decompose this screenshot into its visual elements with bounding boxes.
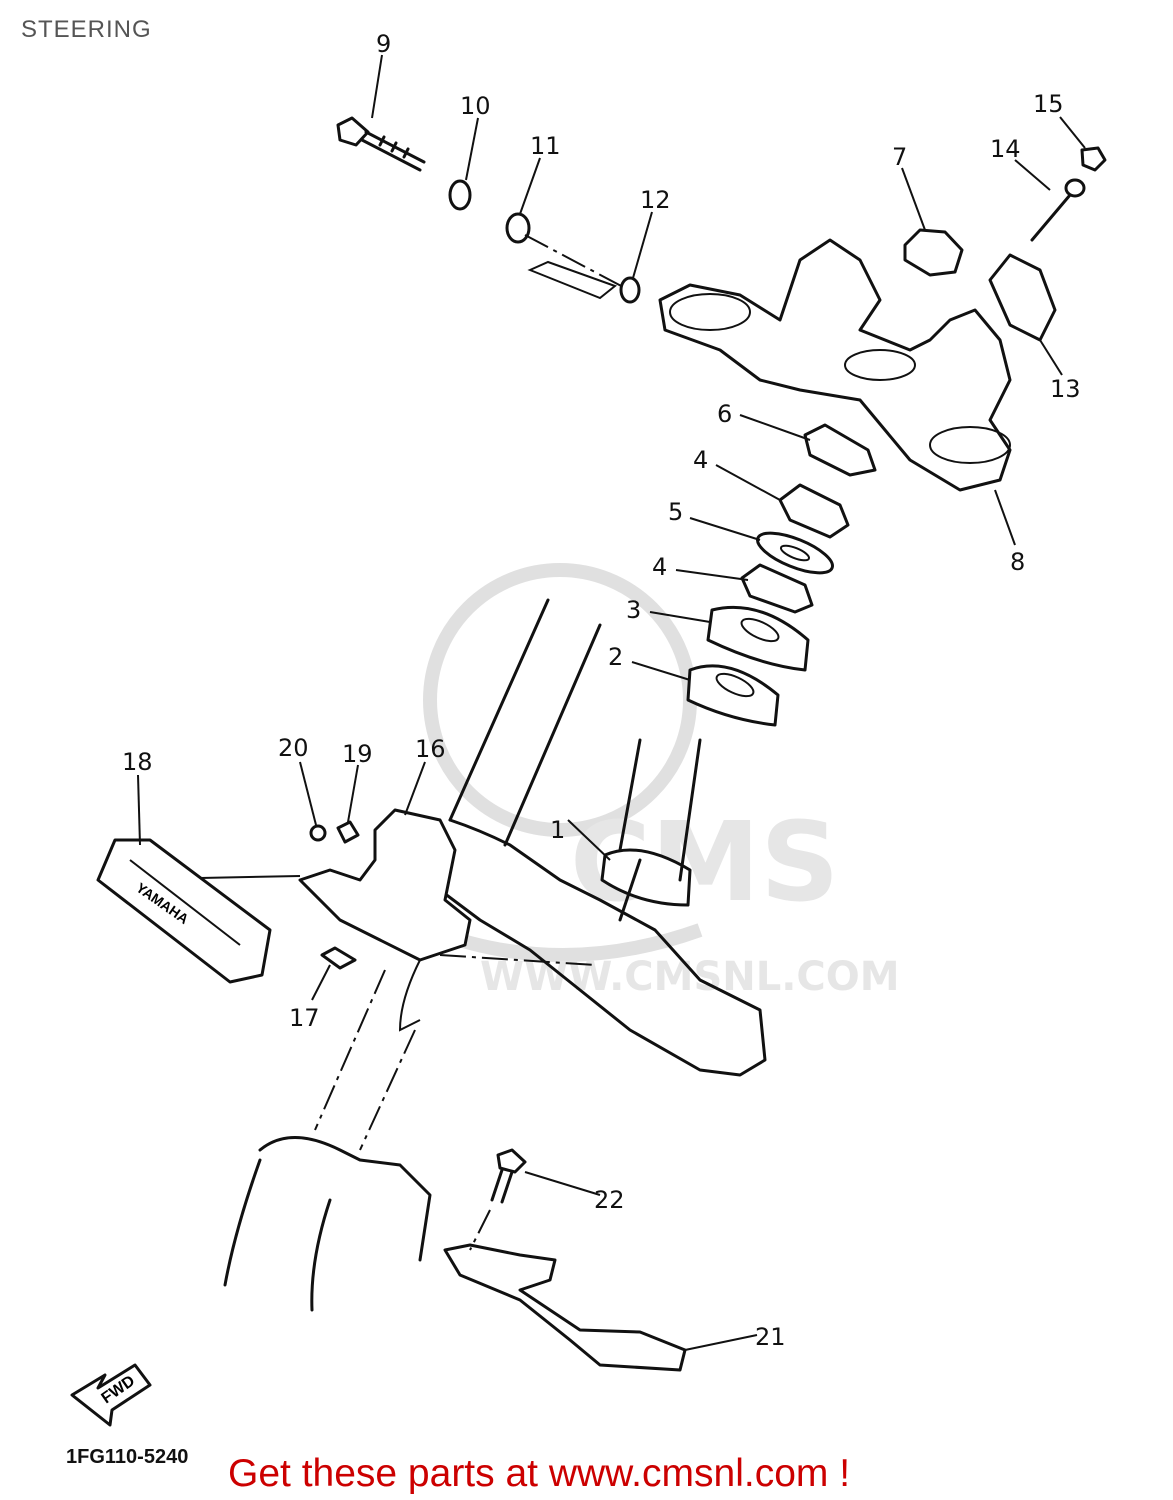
part-under-bracket[interactable] <box>438 598 767 1077</box>
svg-text:WWW.CMSNL.COM: WWW.CMSNL.COM <box>480 954 900 1000</box>
callout-8[interactable]: 8 <box>1010 548 1025 576</box>
callout-22[interactable]: 22 <box>594 1186 625 1214</box>
page-title: STEERING <box>21 16 152 43</box>
callout-9[interactable]: 9 <box>376 30 391 58</box>
part-upper-bracket-8[interactable] <box>658 238 1012 492</box>
callout-3[interactable]: 3 <box>626 596 641 624</box>
callout-20[interactable]: 20 <box>278 734 309 762</box>
part-bolt-9[interactable] <box>336 116 426 172</box>
callout-2[interactable]: 2 <box>608 643 623 671</box>
part-bearing-3[interactable] <box>706 605 810 672</box>
callout-10[interactable]: 10 <box>460 92 491 120</box>
part-cable-guide-21[interactable] <box>443 1243 687 1372</box>
part-nut-19[interactable] <box>336 820 360 844</box>
part-ring-nut-4b[interactable] <box>740 563 814 614</box>
part-cap-nut-7[interactable] <box>903 228 964 277</box>
callout-7[interactable]: 7 <box>892 143 907 171</box>
callout-5[interactable]: 5 <box>668 498 683 526</box>
part-washer-11[interactable] <box>505 212 531 244</box>
callout-17[interactable]: 17 <box>289 1004 320 1032</box>
watermark-logo: CMS WWW.CMSNL.COM <box>423 563 900 1000</box>
callout-21[interactable]: 21 <box>755 1323 786 1351</box>
part-bearing-1[interactable] <box>600 848 692 907</box>
callouts: 1 2 3 4 4 5 6 7 8 9 10 11 12 13 14 15 16… <box>122 30 1081 1351</box>
callout-13[interactable]: 13 <box>1050 375 1081 403</box>
leader-lines <box>137 54 1086 1351</box>
part-fork-legs[interactable] <box>223 969 432 1312</box>
part-washer-5[interactable] <box>753 525 838 581</box>
forward-arrow-icon: FWD <box>70 1363 152 1427</box>
callout-18[interactable]: 18 <box>122 748 153 776</box>
diagram-code: 1FG110-5240 <box>66 1446 189 1468</box>
callout-16[interactable]: 16 <box>415 735 446 763</box>
part-washer-20[interactable] <box>309 824 327 842</box>
callout-1[interactable]: 1 <box>550 816 565 844</box>
callout-14[interactable]: 14 <box>990 135 1021 163</box>
part-nut-15[interactable] <box>1080 146 1107 172</box>
callout-11[interactable]: 11 <box>530 132 561 160</box>
part-screw-17[interactable] <box>320 946 357 970</box>
callout-15[interactable]: 15 <box>1033 90 1064 118</box>
part-bearing-2[interactable] <box>686 664 780 727</box>
part-bolt-22[interactable] <box>490 1148 527 1204</box>
promo-link[interactable]: Get these parts at www.cmsnl.com ! <box>228 1452 851 1495</box>
part-lockwasher-10[interactable] <box>448 179 472 211</box>
part-bolt-14[interactable] <box>1030 178 1086 242</box>
part-washer-6[interactable] <box>803 423 877 477</box>
callout-4b[interactable]: 4 <box>652 553 667 581</box>
part-holder-13[interactable] <box>988 253 1057 342</box>
callout-12[interactable]: 12 <box>640 186 671 214</box>
callout-6[interactable]: 6 <box>717 400 732 428</box>
part-ring-nut-4a[interactable] <box>778 483 850 539</box>
callout-19[interactable]: 19 <box>342 740 373 768</box>
part-emblem-18[interactable]: YAMAHA <box>96 838 272 984</box>
callout-4a[interactable]: 4 <box>693 446 708 474</box>
part-nut-12[interactable] <box>619 276 641 304</box>
